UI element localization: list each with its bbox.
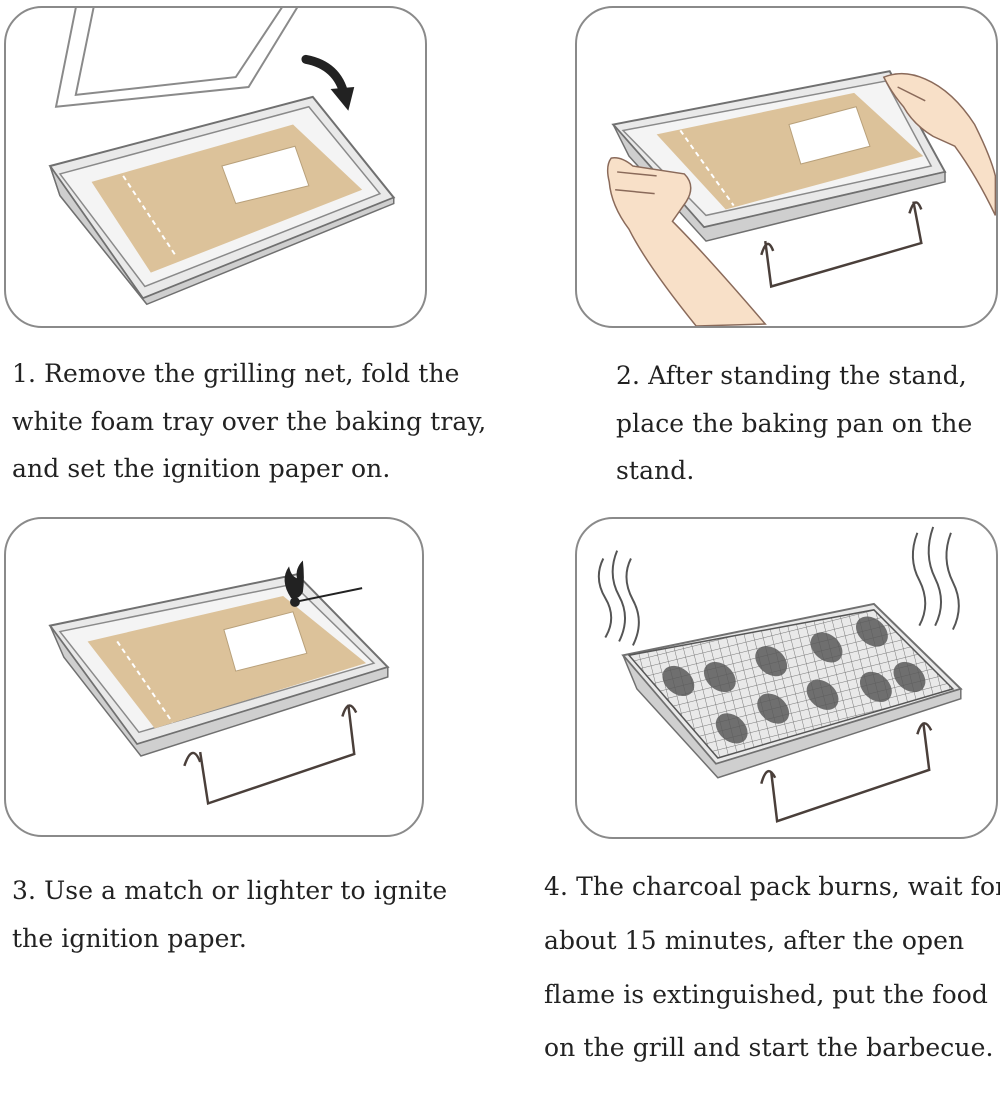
match-igniting-illustration <box>48 560 390 806</box>
step-4-caption: 4. The charcoal pack burns, wait for abo… <box>544 860 1000 1075</box>
grill-net <box>627 609 955 759</box>
step-3-illustration <box>4 517 424 837</box>
caption-line: 4. The charcoal pack burns, wait for <box>544 872 1000 901</box>
caption-line: stand. <box>616 456 695 485</box>
stand <box>760 722 933 823</box>
caption-line: flame is extinguished, put the food <box>544 979 988 1009</box>
step-4-illustration <box>575 517 998 839</box>
ignition-paper <box>223 611 308 672</box>
tray-with-lid-illustration <box>48 8 396 306</box>
caption-line: white foam tray over the baking tray, <box>12 406 487 436</box>
step-1-caption: 1. Remove the grilling net, fold the whi… <box>12 350 486 493</box>
match-icon <box>284 560 363 607</box>
step-1-illustration <box>4 6 427 328</box>
grill-with-charcoal-illustration <box>597 526 963 823</box>
left-hand <box>606 157 767 326</box>
ignition-paper <box>788 106 871 165</box>
caption-line: 3. Use a match or lighter to ignite <box>12 876 448 905</box>
stand <box>183 704 358 806</box>
caption-line: and set the ignition paper on. <box>12 454 391 483</box>
caption-line: the ignition paper. <box>12 923 247 953</box>
stand <box>760 201 923 289</box>
caption-line: 2. After standing the stand, <box>616 361 967 390</box>
ignition-paper <box>221 145 310 205</box>
right-hand <box>882 72 996 216</box>
hands-placing-tray-illustration <box>606 70 996 326</box>
step-2-caption: 2. After standing the stand, place the b… <box>616 352 972 495</box>
caption-line: 1. Remove the grilling net, fold the <box>12 359 460 388</box>
smoke-lines-left <box>597 550 640 646</box>
smoke-lines-right <box>911 526 960 631</box>
caption-line: about 15 minutes, after the open <box>544 925 965 955</box>
caption-line: on the grill and start the barbecue. <box>544 1033 994 1063</box>
curved-arrow-icon <box>301 54 355 111</box>
step-2-illustration <box>575 6 998 328</box>
step-3-caption: 3. Use a match or lighter to ignite the … <box>12 867 447 962</box>
lid-outline <box>54 8 299 108</box>
charcoal-pieces <box>662 616 926 744</box>
caption-line: place the baking pan on the <box>616 408 973 438</box>
